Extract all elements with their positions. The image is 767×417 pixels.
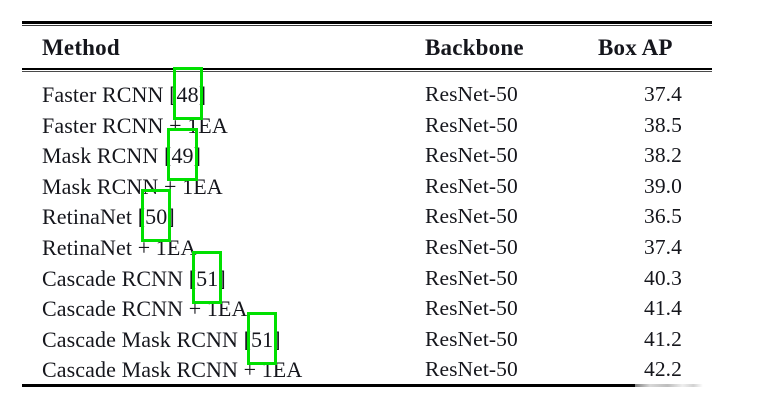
citation-close-bracket: ] [167,204,175,230]
cell-method: Cascade Mask RCNN + 1EA [42,354,302,385]
method-label: Cascade RCNN [ [42,265,197,291]
cell-box-ap: 36.5 [643,204,682,229]
table-row: RetinaNet [50] ResNet-50 36.5 [0,189,767,243]
table-row: Faster RCNN [48] ResNet-50 37.4 [0,67,767,120]
citation-close-bracket: ] [198,82,207,107]
cell-backbone: ResNet-50 [425,357,518,382]
cell-method: Mask RCNN + 1EA [42,171,223,202]
cell-backbone: ResNet-50 [425,143,518,168]
method-label: Cascade Mask RCNN [ [42,326,252,352]
citation-close-bracket: ] [193,143,202,169]
column-header-method: Method [42,35,120,60]
method-label: Mask RCNN + 1EA [42,173,223,199]
method-label: Faster RCNN [ [42,82,177,107]
cell-backbone: ResNet-50 [425,173,518,198]
cell-box-ap: 41.4 [643,296,682,321]
citation-close-bracket: ] [273,326,281,352]
table-header-row: Method Backbone Box AP [0,32,767,63]
cell-box-ap: 39.0 [643,173,682,198]
cell-method: RetinaNet [50] [42,189,175,243]
cell-method: Cascade Mask RCNN [51] [42,311,281,365]
citation-number: 51 [196,265,219,291]
cell-method: RetinaNet + 1EA [42,232,196,263]
cell-box-ap: 38.2 [643,143,682,168]
method-label: Mask RCNN [ [42,143,172,169]
cell-backbone: ResNet-50 [425,112,518,137]
method-label: Cascade Mask RCNN + 1EA [42,357,303,383]
citation-highlight: 49 [167,128,198,182]
citation-number: 50 [145,204,168,230]
citation-highlight: 51 [192,250,223,304]
cell-box-ap: 42.2 [643,357,682,382]
cell-box-ap: 37.4 [643,235,682,259]
citation-number: 51 [251,326,274,352]
method-label: RetinaNet [ [42,204,146,230]
citation-highlight: 50 [141,189,172,243]
cell-method: Faster RCNN + 1EA [42,110,228,141]
column-header-box-ap: Box AP [598,35,673,60]
table-bottom-rule [22,384,635,387]
cell-method: Cascade RCNN [51] [42,250,226,304]
table-header-rule [22,68,712,70]
citation-highlight: 51 [247,311,278,365]
cell-box-ap: 38.5 [643,112,682,137]
column-header-backbone: Backbone [425,35,524,60]
table-row: Cascade RCNN [51] ResNet-50 40.3 [0,250,767,304]
table-row: Cascade RCNN + 1EA ResNet-50 41.4 [0,293,767,324]
cell-backbone: ResNet-50 [425,296,518,321]
table-bottom-rule-faded-tail [635,384,703,387]
table-row: Cascade Mask RCNN + 1EA ResNet-50 42.2 [0,354,767,385]
cell-box-ap: 37.4 [643,82,682,106]
cell-backbone: ResNet-50 [425,326,518,351]
method-label: RetinaNet + 1EA [42,235,197,260]
table-top-rule [22,21,712,24]
table-row: Mask RCNN [49] ResNet-50 38.2 [0,128,767,182]
method-label: Faster RCNN + 1EA [42,112,228,138]
cell-box-ap: 41.2 [643,326,682,351]
cell-backbone: ResNet-50 [425,82,518,106]
table-row: RetinaNet + 1EA ResNet-50 37.4 [0,232,767,263]
table-header-rule-shadow [22,71,712,72]
table-row: Mask RCNN + 1EA ResNet-50 39.0 [0,171,767,202]
citation-close-bracket: ] [218,265,226,291]
method-label: Cascade RCNN + 1EA [42,296,248,322]
cell-method: Faster RCNN [48] [42,67,207,120]
table-top-rule-shadow [22,25,712,26]
cell-box-ap: 40.3 [643,265,682,290]
table-row: Cascade Mask RCNN [51] ResNet-50 41.2 [0,311,767,365]
cell-backbone: ResNet-50 [425,265,518,290]
cell-backbone: ResNet-50 [425,204,518,229]
cell-method: Cascade RCNN + 1EA [42,293,247,324]
citation-number: 49 [171,143,194,169]
cell-method: Mask RCNN [49] [42,128,202,182]
table-row: Faster RCNN + 1EA ResNet-50 38.5 [0,110,767,141]
cell-backbone: ResNet-50 [425,235,518,259]
citation-highlight: 48 [172,67,203,120]
citation-number: 48 [176,82,199,107]
